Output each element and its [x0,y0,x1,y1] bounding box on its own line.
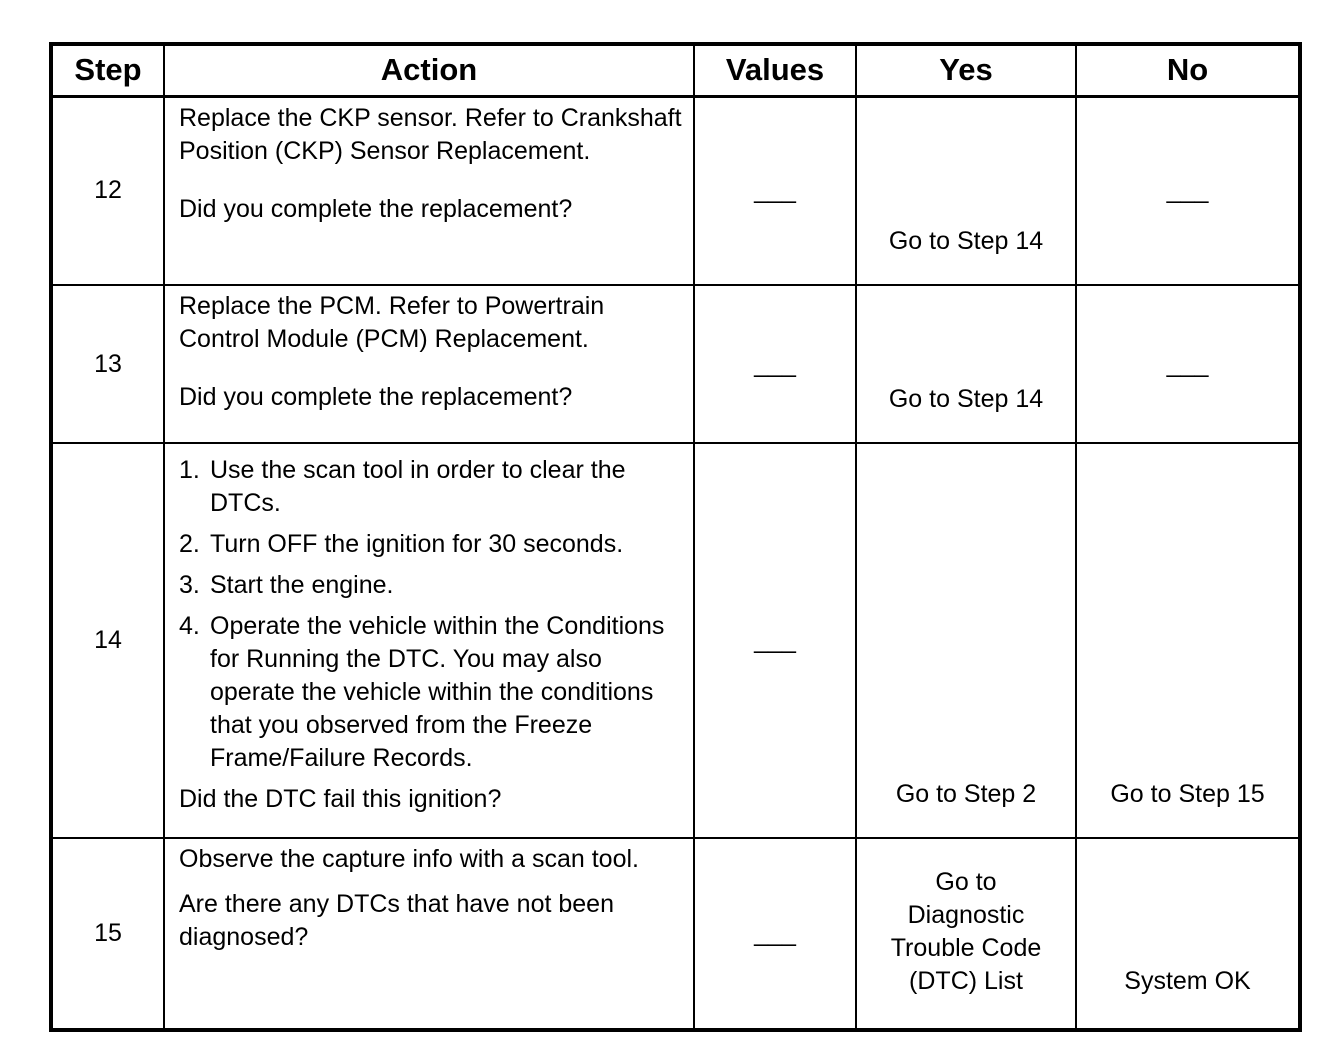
header-step: Step [50,43,165,98]
values-cell: ___ [693,837,857,1031]
action-cell: Replace the PCM. Refer to Powertrain Con… [163,284,695,444]
no-text: Go to Step 15 [1110,780,1265,808]
list-number: 1. [179,456,200,484]
list-text: Operate the vehicle within the Condition… [210,612,665,772]
step-number: 13 [50,284,165,444]
action-cell: Replace the CKP sensor. Refer to Cranksh… [163,95,695,286]
yes-text: Go to Step 14 [888,227,1044,255]
header-row: Step Action Values Yes No [50,43,1301,98]
table-row: 15 Observe the capture info with a scan … [50,837,1301,1031]
step-number: 12 [50,95,165,286]
action-steps-list: 1. Use the scan tool in order to clear th… [179,454,683,775]
no-text: System OK [1124,967,1251,995]
list-number: 3. [179,571,200,599]
yes-cell: Go to Step 14 [855,95,1077,286]
list-item: 4. Operate the vehicle within the Conditi… [179,610,683,775]
list-number: 4. [179,612,200,640]
list-item: 3. Start the engine. [179,569,683,602]
yes-cell: Go to Step 2 [855,442,1077,839]
values-cell: ___ [693,95,857,286]
list-item: 1. Use the scan tool in order to clear th… [179,454,683,520]
no-cell: ___ [1075,284,1301,444]
header-no: No [1075,43,1301,98]
action-text: Replace the PCM. Refer to Powertrain Con… [179,292,605,353]
action-cell: Observe the capture info with a scan too… [163,837,695,1031]
action-question: Are there any DTCs that have not been di… [179,890,614,951]
no-cell: Go to Step 15 [1075,442,1301,839]
table-row: 13 Replace the PCM. Refer to Powertrain … [50,284,1301,444]
diagnostic-table: Step Action Values Yes No 12 Replace the… [49,42,1302,1032]
list-text: Use the scan tool in order to clear the … [210,456,626,517]
list-text: Start the engine. [210,571,394,599]
header-values: Values [693,43,857,98]
yes-cell: Go to Step 14 [855,284,1077,444]
yes-text: Go to Step 14 [888,385,1044,413]
yes-text: Go to Step 2 [895,780,1037,808]
table-row: 12 Replace the CKP sensor. Refer to Cran… [50,95,1301,286]
action-question: Did you complete the replacement? [179,194,573,223]
step-number: 14 [50,442,165,839]
action-text: Replace the CKP sensor. Refer to Cranksh… [179,103,682,165]
action-question: Did you complete the replacement? [179,383,573,411]
table-row: 14 1. Use the scan tool in order to clear… [50,442,1301,839]
values-cell: ___ [693,442,857,839]
values-cell: ___ [693,284,857,444]
header-action: Action [163,43,695,98]
header-yes: Yes [855,43,1077,98]
action-question: Did the DTC fail this ignition? [179,785,502,813]
step-number: 15 [50,837,165,1031]
list-number: 2. [179,530,200,558]
yes-text: Go to Diagnostic Trouble Code (DTC) List [890,868,1042,995]
yes-cell: Go to Diagnostic Trouble Code (DTC) List [855,837,1077,1031]
list-text: Turn OFF the ignition for 30 seconds. [210,530,624,558]
no-cell: System OK [1075,837,1301,1031]
list-item: 2. Turn OFF the ignition for 30 seconds. [179,528,683,561]
action-cell: 1. Use the scan tool in order to clear th… [163,442,695,839]
action-text: Observe the capture info with a scan too… [179,845,639,873]
no-cell: ___ [1075,95,1301,286]
